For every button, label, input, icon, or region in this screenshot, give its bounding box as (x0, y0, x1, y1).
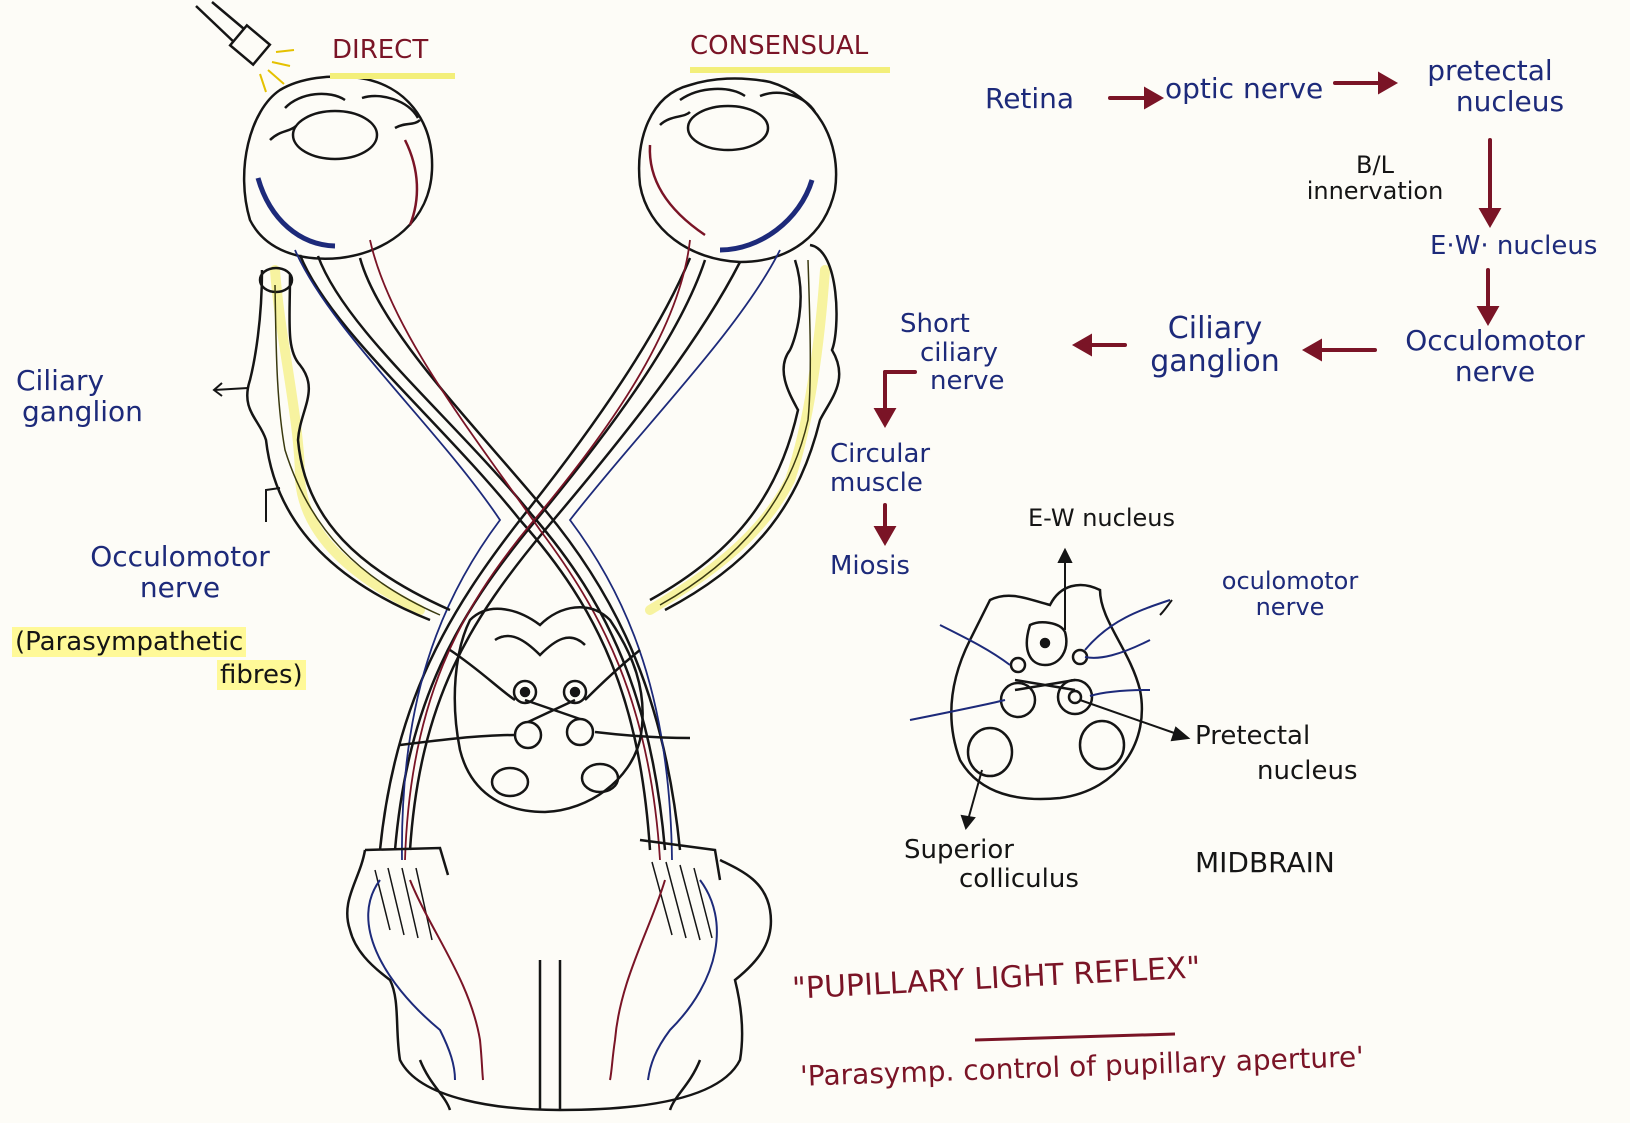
pathway-oculomotor-nerve: Occulomotor nerve (1380, 326, 1610, 388)
pathway-bl-innervation: B/L innervation (1275, 152, 1475, 205)
right-oculomotor-nerve (650, 245, 839, 610)
fibre-blue-left (295, 250, 500, 860)
midbrain-ew-nucleus-label: E-W nucleus (1028, 505, 1175, 531)
flashlight-icon (196, 2, 294, 92)
pathway-ew-nucleus: E·W· nucleus (1430, 232, 1597, 261)
direct-label: DIRECT (332, 36, 428, 65)
flowchart-arrows (877, 75, 1498, 542)
midbrain-superior-colliculus-label: Superior colliculus (904, 836, 1079, 893)
midbrain-oculomotor-label: oculomotor nerve (1195, 568, 1385, 621)
left-oculomotor-label: Occulomotor nerve (50, 542, 310, 604)
left-retina-blue (258, 178, 335, 246)
midbrain-pretectal-label: Pretectal nucleus (1195, 722, 1358, 785)
lgb-hatching (375, 862, 712, 940)
right-eye (639, 78, 836, 262)
fibre-blue-right (570, 250, 780, 860)
left-eye (244, 77, 432, 259)
pathway-ciliary-ganglion: Ciliary ganglion (1130, 312, 1300, 378)
pathway-short-ciliary-nerve: Short ciliary nerve (900, 310, 1005, 396)
left-ciliary-ganglion-label: Ciliary ganglion (16, 366, 143, 428)
pathway-optic-nerve: optic nerve (1165, 74, 1323, 105)
right-retina-maroon (650, 145, 705, 235)
title-underline (975, 1034, 1175, 1040)
fibre-maroon-right (405, 240, 690, 860)
midbrain-title: MIDBRAIN (1195, 848, 1335, 879)
pathway-pretectal-nucleus: pretectal nucleus (1400, 56, 1580, 118)
pathway-circular-muscle: Circular muscle (830, 440, 930, 497)
midbrain-fibres (910, 600, 1170, 720)
right-retina-blue (720, 180, 812, 250)
optic-nerves (300, 255, 740, 850)
consensual-label: CONSENSUAL (690, 32, 868, 61)
left-retina-maroon (405, 140, 417, 225)
pathway-miosis: Miosis (830, 552, 910, 581)
central-midbrain (400, 607, 690, 812)
optic-radiation-maroon-left (410, 880, 483, 1080)
parasympathetic-fibres-label: (Parasympathetic fibres) (12, 628, 306, 689)
pathway-retina: Retina (985, 84, 1074, 115)
optic-radiation-blue-right (648, 880, 717, 1080)
